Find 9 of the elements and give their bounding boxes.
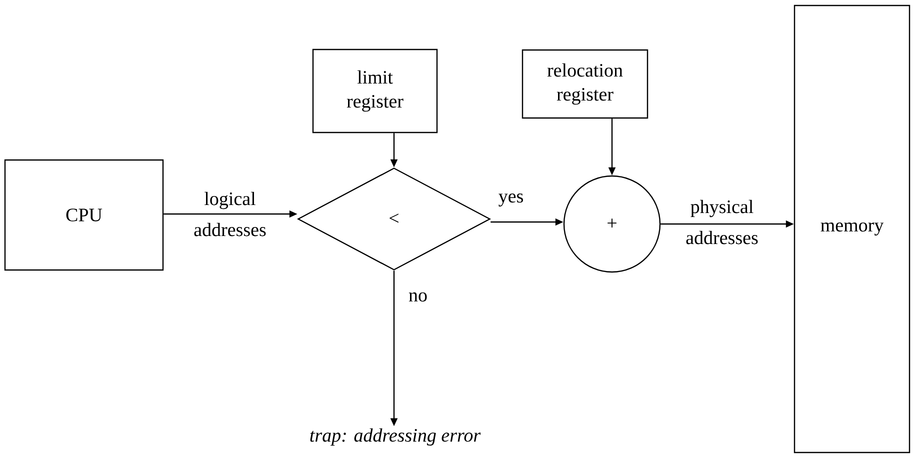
register-box: limit register	[312, 48, 438, 134]
edge-label: logical addresses	[194, 192, 266, 236]
register-box: relocation register	[522, 49, 648, 119]
error-text: trap: addressing error	[310, 428, 481, 446]
edge-label: yes	[498, 193, 523, 207]
edge-label: no	[408, 292, 427, 302]
process-box: CPU	[4, 159, 164, 271]
edge-label: physical addresses	[686, 200, 758, 244]
memory-box: memory	[794, 4, 910, 454]
